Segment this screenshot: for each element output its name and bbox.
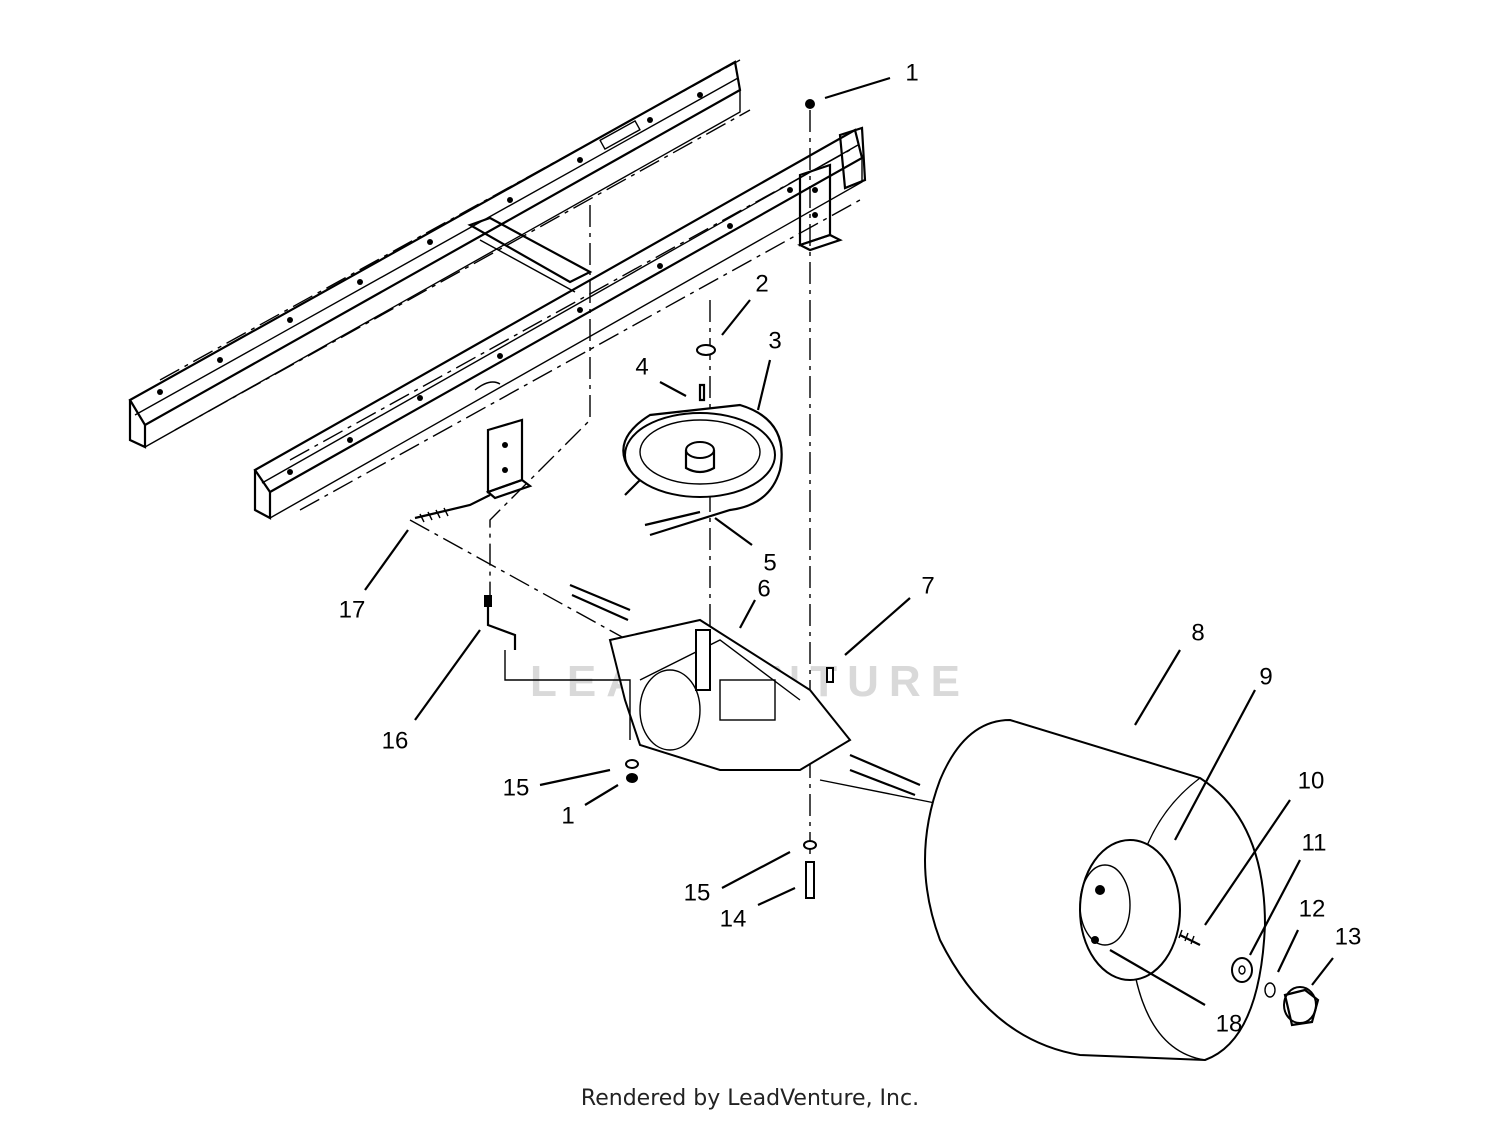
callout-6: 6 xyxy=(757,575,770,602)
spring-part-17 xyxy=(414,494,491,523)
leader-lines xyxy=(364,76,1334,986)
washer-part-11 xyxy=(1231,957,1253,983)
washer-part-15b xyxy=(803,840,817,850)
valve-stem-part-18 xyxy=(1109,949,1206,1006)
callout-8: 8 xyxy=(1191,619,1204,646)
callout-4: 4 xyxy=(635,353,648,380)
frame-cross-member xyxy=(467,216,593,293)
retaining-ring-part-12 xyxy=(1264,982,1276,998)
callout-7: 7 xyxy=(921,572,934,599)
callout-16: 16 xyxy=(382,727,409,754)
washer-part-15a xyxy=(625,759,639,769)
nut-part-1b xyxy=(626,773,638,783)
frame-rail-left xyxy=(128,60,742,449)
washer-part-2 xyxy=(696,344,716,356)
axle-bracket-right xyxy=(797,163,843,252)
hub-cap-part-13 xyxy=(1283,986,1320,1027)
transaxle-part-6 xyxy=(569,583,921,797)
callout-15-lower: 15 xyxy=(684,879,711,906)
bolt-part-14 xyxy=(805,861,815,899)
callout-5: 5 xyxy=(763,549,776,576)
callout-labels: 1 2 3 4 5 6 7 8 9 10 11 12 13 14 15 15 1… xyxy=(339,59,1362,1037)
hex-nut-top xyxy=(805,99,815,109)
callout-14: 14 xyxy=(720,905,747,932)
callout-13: 13 xyxy=(1335,923,1362,950)
pulley-part-3 xyxy=(624,412,776,498)
spring-part-10 xyxy=(1178,929,1201,946)
callout-11: 11 xyxy=(1302,829,1327,856)
callout-17: 17 xyxy=(339,596,366,623)
callout-1-lower: 1 xyxy=(561,802,574,829)
wheel-rim-part-9 xyxy=(1079,839,1181,981)
key-part-4 xyxy=(698,383,706,402)
belt-part-5 xyxy=(622,403,783,537)
callout-1-top: 1 xyxy=(905,59,918,86)
callout-18: 18 xyxy=(1216,1010,1243,1037)
callout-2: 2 xyxy=(755,270,768,297)
callout-12: 12 xyxy=(1299,895,1326,922)
axle-bracket-left xyxy=(485,418,533,500)
bolt-part-7 xyxy=(826,667,834,683)
callout-15-upper: 15 xyxy=(503,774,530,801)
shift-rod-part-16 xyxy=(484,595,631,740)
rendered-by-footer: Rendered by LeadVenture, Inc. xyxy=(580,1086,920,1111)
callout-10: 10 xyxy=(1298,767,1325,794)
callout-9: 9 xyxy=(1259,663,1272,690)
callout-3: 3 xyxy=(768,327,781,354)
